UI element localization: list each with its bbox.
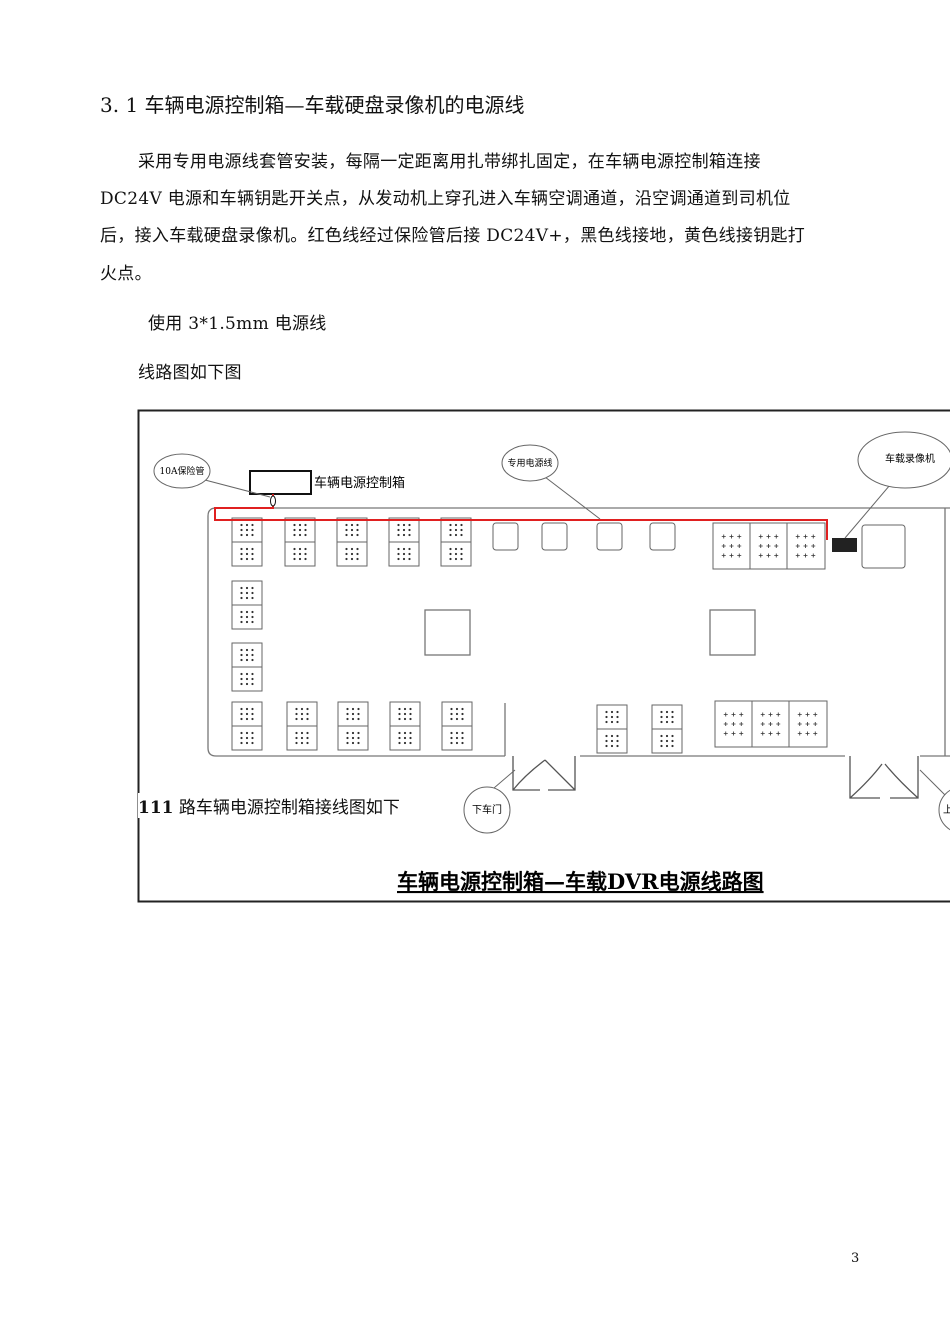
diagram-caption: 111 路车辆电源控制箱接线图如下 [138,793,400,818]
seat-marks [605,734,619,748]
seat-marks [795,534,816,558]
seat-marks [397,547,411,561]
fuse-label: 10A保险管 [160,465,205,477]
seat-marks [449,547,463,561]
page-number: 3 [851,1251,860,1266]
seat-marks [758,534,779,558]
seat-marks [397,523,411,537]
seat-marks [721,534,742,558]
seat-marks [240,648,254,662]
seat-marks [660,734,674,748]
route-number: 111 [138,798,174,818]
fuse [270,495,276,507]
seat-marks [240,731,254,745]
fuse-callout [153,453,211,489]
driver-seat [861,524,906,569]
seat-marks [295,707,309,721]
seat-marks [293,547,307,561]
seat-marks [398,707,412,721]
bus-floorplan [207,507,950,799]
cable-label: 专用电源线 [507,457,552,469]
section-heading: 3. 1 车辆电源控制箱—车载硬盘录像机的电源线 [100,93,525,117]
seat-marks [346,731,360,745]
seat-marks [660,710,674,724]
seats [231,517,906,754]
seat-marks [346,707,360,721]
paragraph-line: 火点。 [100,264,152,284]
seat-marks [797,712,818,736]
paragraph-line: 后，接入车载硬盘录像机。红色线经过保险管后接 DC24V+，黑色线接地，黄色线接… [100,226,806,246]
seat-marks [450,707,464,721]
single-seat [596,522,623,551]
seat-marks [449,523,463,537]
seat-marks [240,523,254,537]
diagram-title: 车辆电源控制箱—车载DVR电源线路图 [397,869,764,894]
exit-door-label: 下车门 [472,803,502,816]
paragraph-line: DC24V 电源和车辆钥匙开关点，从发动机上穿孔进入车辆空调通道，沿空调通道到司… [100,189,791,209]
dvr-device [832,538,857,552]
diagram-frame [137,409,950,903]
cable-callout [501,444,559,482]
diagram-intro: 线路图如下图 [138,363,242,383]
dvr-callout [857,431,950,489]
wire-spec: 使用 3*1.5mm 电源线 [148,314,327,334]
seat-marks [760,712,781,736]
callout-leaders [204,476,950,801]
single-seat [492,522,519,551]
seat-marks [723,712,744,736]
control-box-label: 车辆电源控制箱 [314,475,405,491]
seat-marks [293,523,307,537]
entry-door-label: 上 [943,804,950,816]
seat-marks [240,610,254,624]
entry-door-callout [938,789,950,831]
seat-marks [605,710,619,724]
seat-marks [240,672,254,686]
caption-text: 路车辆电源控制箱接线图如下 [173,798,400,818]
paragraph-line: 采用专用电源线套管安装，每隔一定距离用扎带绑扎固定，在车辆电源控制箱连接 [138,152,761,172]
seat-marks [240,586,254,600]
seat-marks [240,547,254,561]
dvr-label: 车载录像机 [885,452,935,465]
seat-marks [450,731,464,745]
seat-marks [295,731,309,745]
exit-door-callout [463,786,511,834]
control-box [249,470,312,495]
seat-marks [345,523,359,537]
seat-marks [240,707,254,721]
single-seat [649,522,676,551]
seat-marks [398,731,412,745]
seat-marks [345,547,359,561]
single-seat [541,522,568,551]
